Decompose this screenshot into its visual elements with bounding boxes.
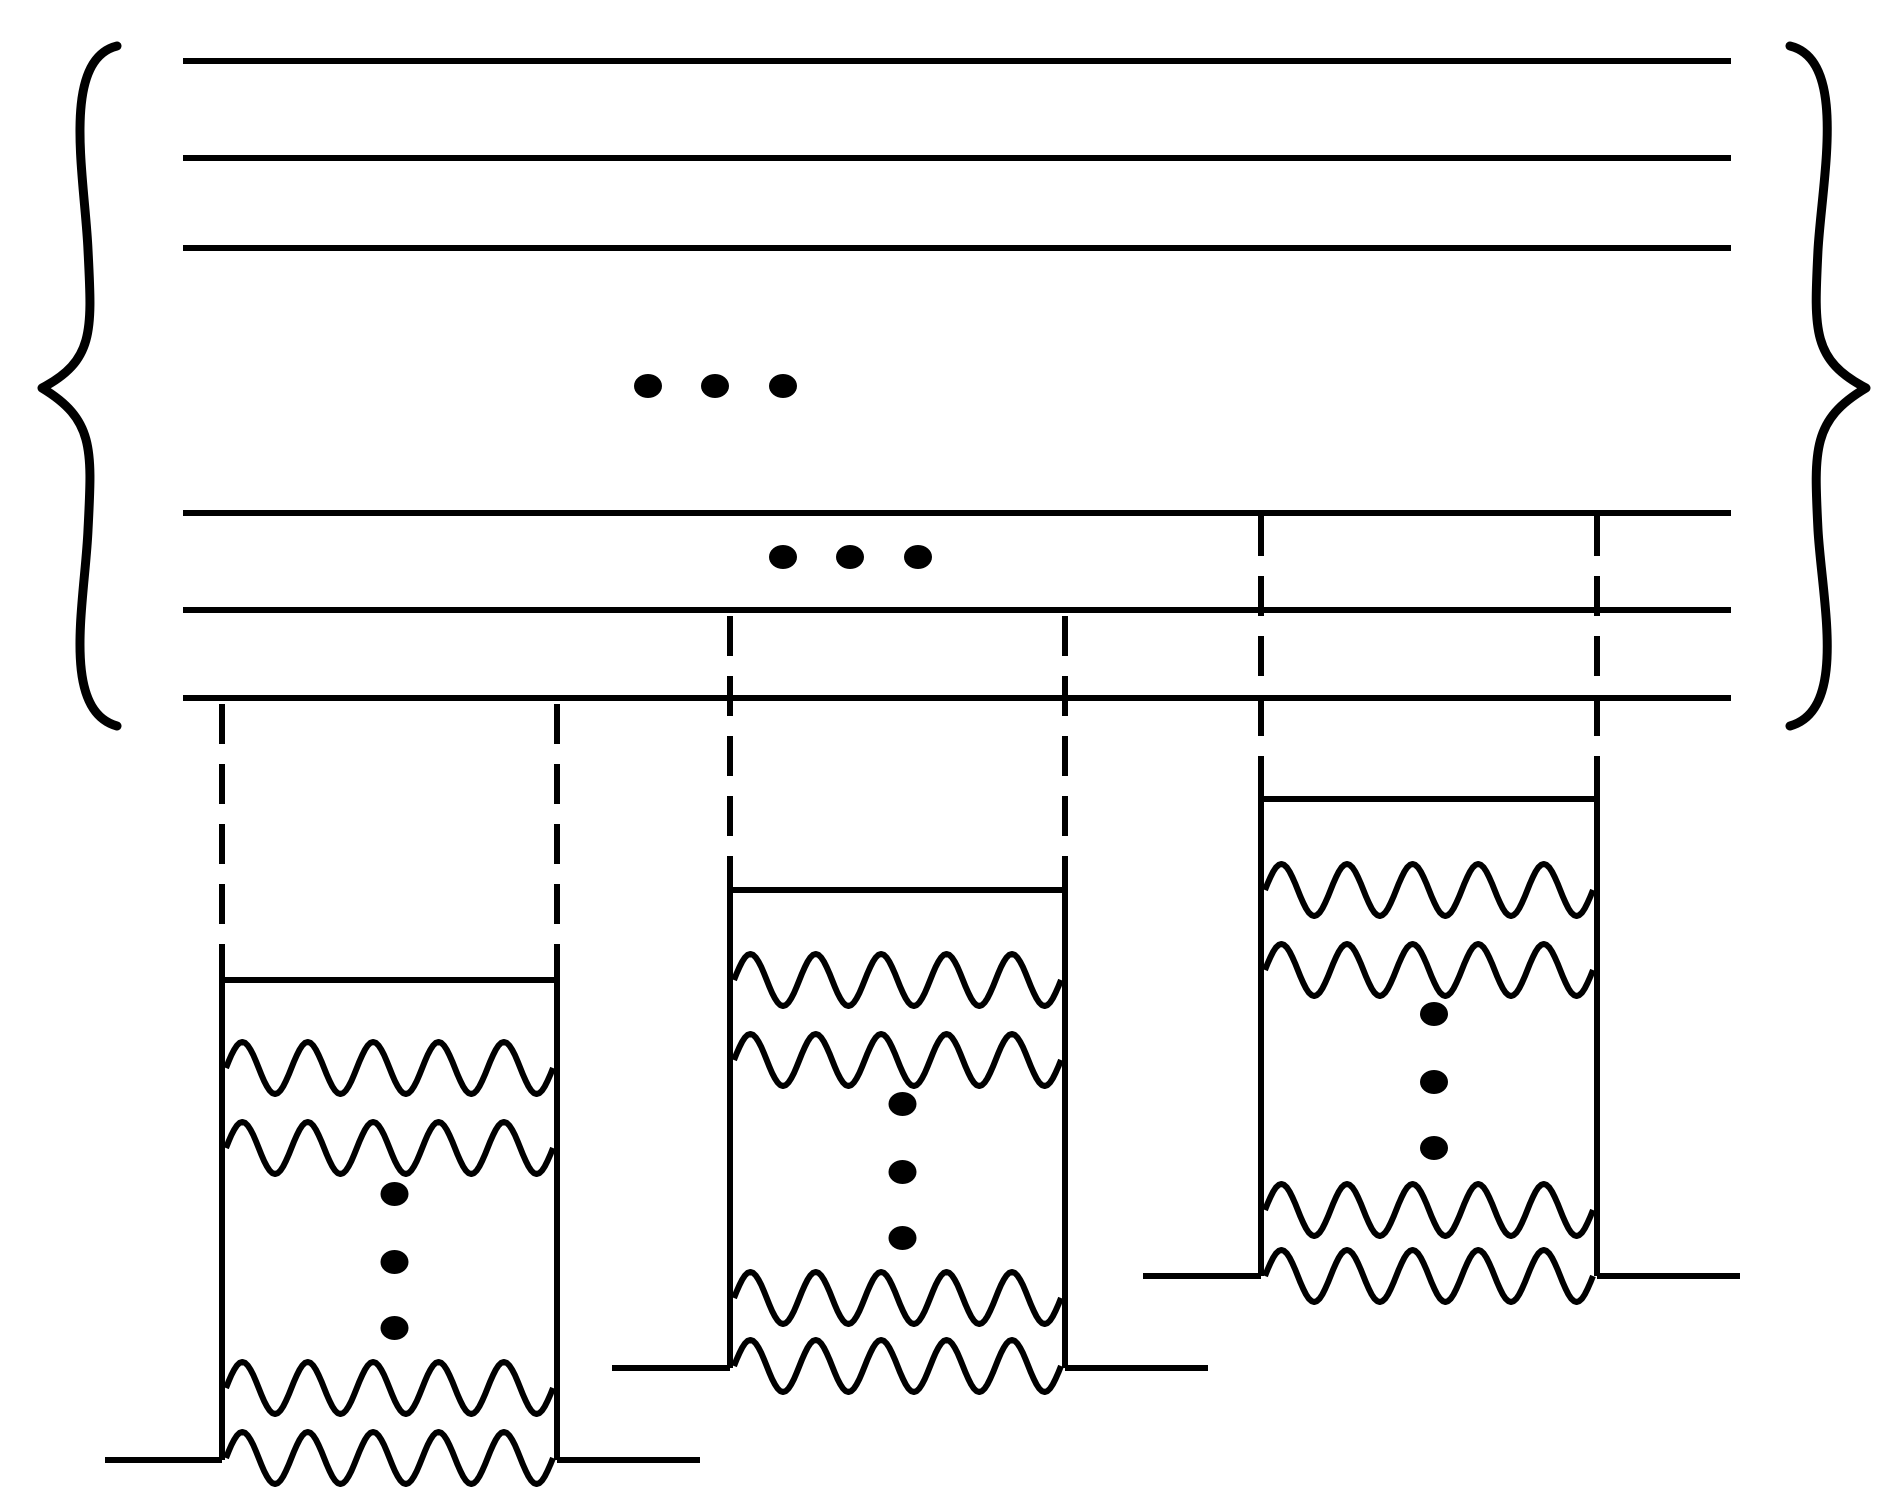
vertical-ellipsis-dot	[888, 1160, 917, 1184]
ellipsis-dot	[769, 374, 797, 398]
vertical-ellipsis-dot	[888, 1092, 917, 1116]
ellipsis-dot	[836, 545, 864, 569]
braces	[37, 41, 1871, 731]
vertical-ellipsis-dot	[380, 1250, 409, 1274]
wavy-level-line	[223, 1429, 556, 1487]
wavy-level-line	[731, 951, 1064, 1009]
vertical-ellipsis-dot	[1420, 1070, 1448, 1094]
right-brace	[1785, 41, 1871, 731]
vertical-ellipsis-dot	[888, 1226, 917, 1250]
wavy-level-line	[1262, 941, 1596, 999]
wells	[105, 516, 1740, 1487]
wavy-level-line	[1262, 861, 1596, 919]
wavy-level-line	[223, 1359, 556, 1417]
wavy-level-line	[223, 1119, 556, 1177]
vertical-ellipsis-dot	[1420, 1136, 1448, 1160]
wavy-level-line	[731, 1337, 1064, 1395]
vertical-ellipsis-dot	[380, 1182, 409, 1206]
upper-ellipsis-dots	[634, 374, 932, 569]
well-3	[1143, 516, 1740, 1305]
wavy-level-line	[223, 1039, 556, 1097]
wavy-level-line	[731, 1031, 1064, 1089]
well-2	[612, 616, 1208, 1395]
ellipsis-dot	[904, 545, 932, 569]
vertical-ellipsis-dot	[1420, 1002, 1448, 1026]
wavy-level-line	[1262, 1181, 1596, 1239]
ellipsis-dot	[634, 374, 662, 398]
wavy-level-line	[1262, 1247, 1596, 1305]
well-1	[105, 704, 700, 1487]
ellipsis-dot	[701, 374, 729, 398]
ellipsis-dot	[769, 545, 797, 569]
upper-levels	[183, 58, 1731, 701]
left-brace	[37, 41, 122, 731]
vertical-ellipsis-dot	[380, 1316, 409, 1340]
wavy-level-line	[731, 1269, 1064, 1327]
